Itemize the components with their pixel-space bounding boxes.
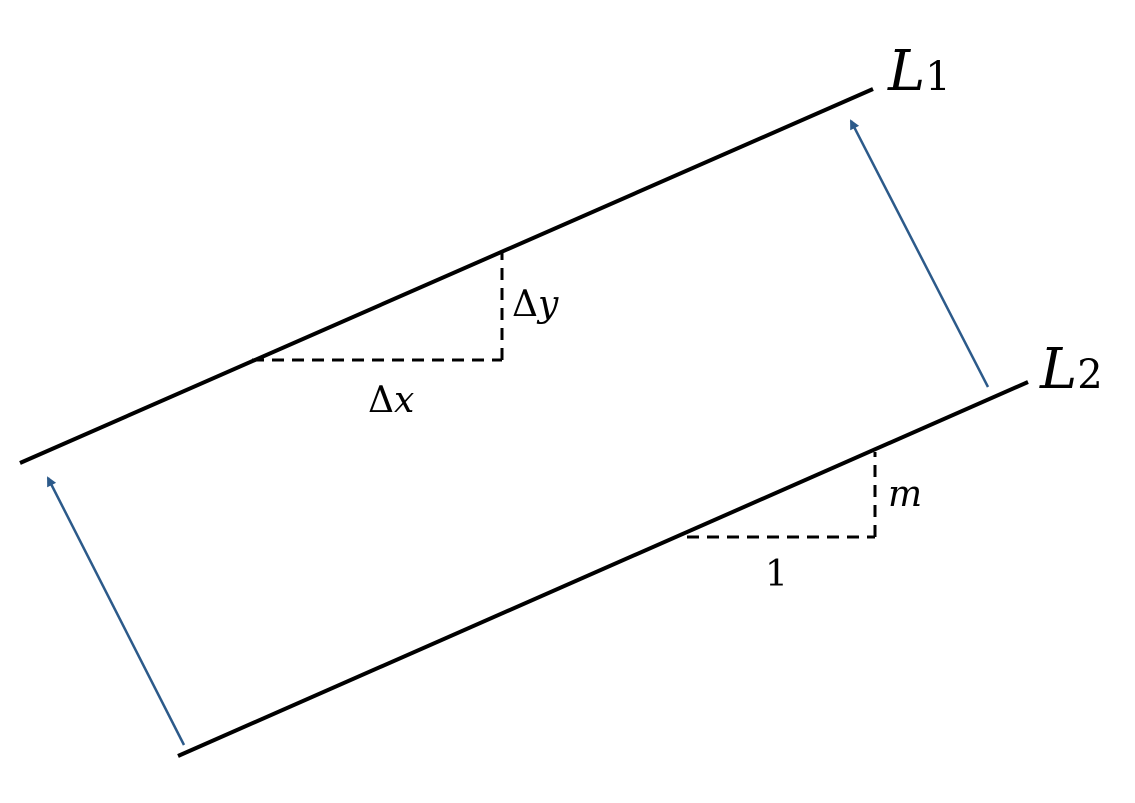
translation-arrow-right: [849, 119, 990, 388]
line-l1: [19, 87, 874, 465]
line-l2: [177, 380, 1029, 758]
label-delta-y: Δy: [512, 284, 559, 325]
label-run-one: 1: [765, 554, 788, 595]
label-l2: L2: [1039, 337, 1103, 402]
label-l1: L1: [887, 39, 951, 104]
label-rise-m: m: [888, 474, 922, 515]
label-delta-x: Δx: [368, 380, 414, 421]
translation-arrow-left: [46, 476, 186, 746]
